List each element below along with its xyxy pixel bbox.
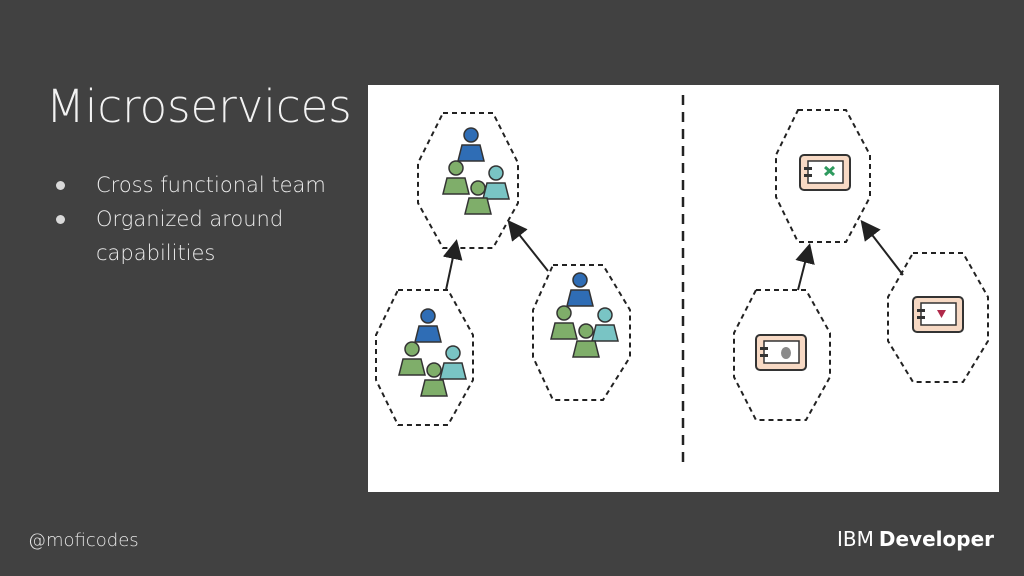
bullet-list: Cross functional team Organized around c… (54, 168, 354, 270)
component-icon (912, 296, 964, 333)
arrow-icon (442, 239, 463, 291)
team-hexagon-top (417, 112, 519, 249)
microservices-diagram (368, 85, 999, 492)
component-icon (755, 334, 807, 371)
team-hexagon-bottom-right (532, 264, 631, 401)
bullet-item: Organized around capabilities (54, 202, 354, 270)
diagram-svg (375, 95, 989, 465)
component-hexagon-bottom-left (733, 289, 831, 421)
team-figures-bottom-right (550, 272, 619, 358)
bullet-item: Cross functional team (54, 168, 354, 202)
component-icon (799, 154, 851, 191)
component-hexagon-top (775, 109, 871, 243)
slide-title: Microservices (46, 80, 352, 133)
arrow-icon (860, 219, 904, 276)
team-hexagon-bottom-left (375, 289, 474, 426)
team-figures-bottom-left (398, 308, 467, 397)
arrow-icon (507, 219, 549, 272)
team-figures-top (442, 127, 510, 215)
component-hexagon-bottom-right (887, 252, 989, 383)
arrow-icon (795, 243, 815, 291)
twitter-handle: @moficodes (28, 530, 139, 551)
brand-name: IBM (837, 527, 874, 551)
product-name: Developer (878, 527, 994, 551)
